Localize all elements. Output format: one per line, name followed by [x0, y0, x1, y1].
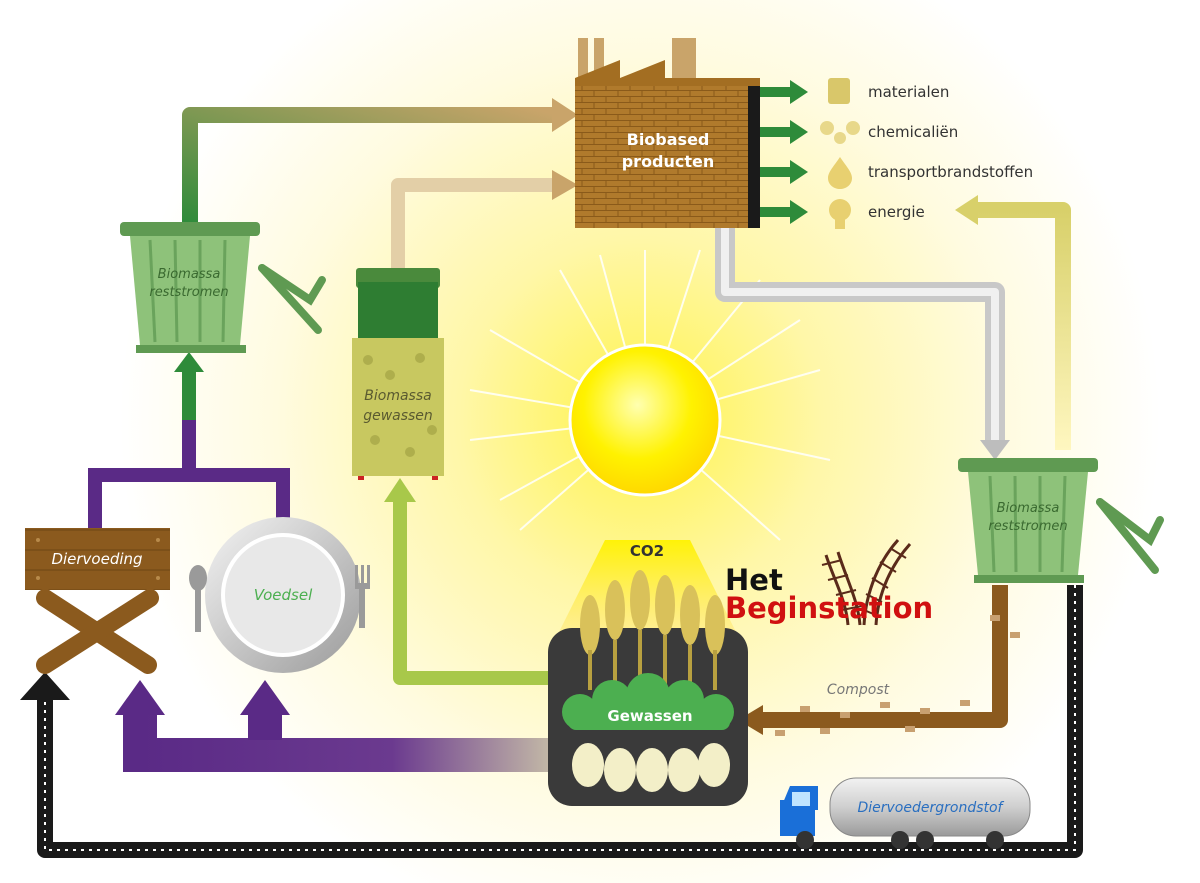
- fork-icon: [355, 565, 370, 628]
- output-chemicals: chemicaliën: [868, 123, 958, 141]
- truck-route-arrow: [20, 585, 1083, 858]
- crops-label: Gewassen: [607, 707, 692, 725]
- left-bin-to-factory-arrow: [182, 98, 578, 225]
- left-bin-label-line2: reststromen: [149, 285, 228, 300]
- crop-box-label-line1: Biomassa: [364, 388, 431, 404]
- crops-icon: [548, 570, 748, 806]
- crop-box-icon: [352, 268, 444, 480]
- right-bin-label-line2: reststromen: [988, 519, 1067, 534]
- sun-icon: [568, 343, 722, 497]
- cropbox-to-factory-arrow: [391, 170, 578, 270]
- right-bin-label-line1: Biomassa: [997, 501, 1060, 516]
- materials-icon: [828, 78, 850, 104]
- compost-arrow: [738, 585, 1020, 736]
- crop-box-label-line2: gewassen: [363, 408, 433, 424]
- truck-label: Diervoedergrondstof: [857, 800, 1004, 816]
- output-materials: materialen: [868, 83, 949, 101]
- left-bin-icon: [120, 222, 326, 353]
- spoon-icon: [189, 565, 207, 632]
- chemicals-icon: [820, 121, 860, 144]
- logo-line1: Het: [725, 563, 783, 597]
- truck-icon: [780, 777, 1031, 849]
- crops-to-cropbox-arrow: [384, 478, 560, 685]
- factory-to-bin-pipe: [715, 225, 1010, 460]
- plate-label: Voedsel: [254, 586, 313, 604]
- rail-tracks-logo-icon: [821, 538, 912, 626]
- factory-label-line1: Biobased: [627, 130, 710, 149]
- factory-icon: [575, 38, 760, 228]
- food-to-bin-connector: [88, 352, 290, 530]
- plate-icon: [205, 517, 361, 673]
- fuel-drop-icon: [828, 157, 852, 189]
- output-energy: energie: [868, 203, 925, 221]
- co2-label: CO2: [630, 542, 664, 560]
- factory-output-arrows: [760, 80, 808, 224]
- feed-trough-icon: [25, 528, 170, 674]
- right-bin-to-energy-arrow: [955, 195, 1071, 450]
- logo-line2: Beginstation: [725, 591, 933, 625]
- compost-label: Compost: [827, 682, 890, 698]
- right-bin-icon: [958, 458, 1164, 583]
- crops-to-food-arrow: [115, 680, 560, 772]
- feed-label: Diervoeding: [51, 550, 142, 568]
- lightbulb-icon: [829, 199, 851, 229]
- factory-label-line2: producten: [622, 152, 715, 171]
- left-bin-label-line1: Biomassa: [158, 267, 221, 282]
- output-fuels: transportbrandstoffen: [868, 163, 1033, 181]
